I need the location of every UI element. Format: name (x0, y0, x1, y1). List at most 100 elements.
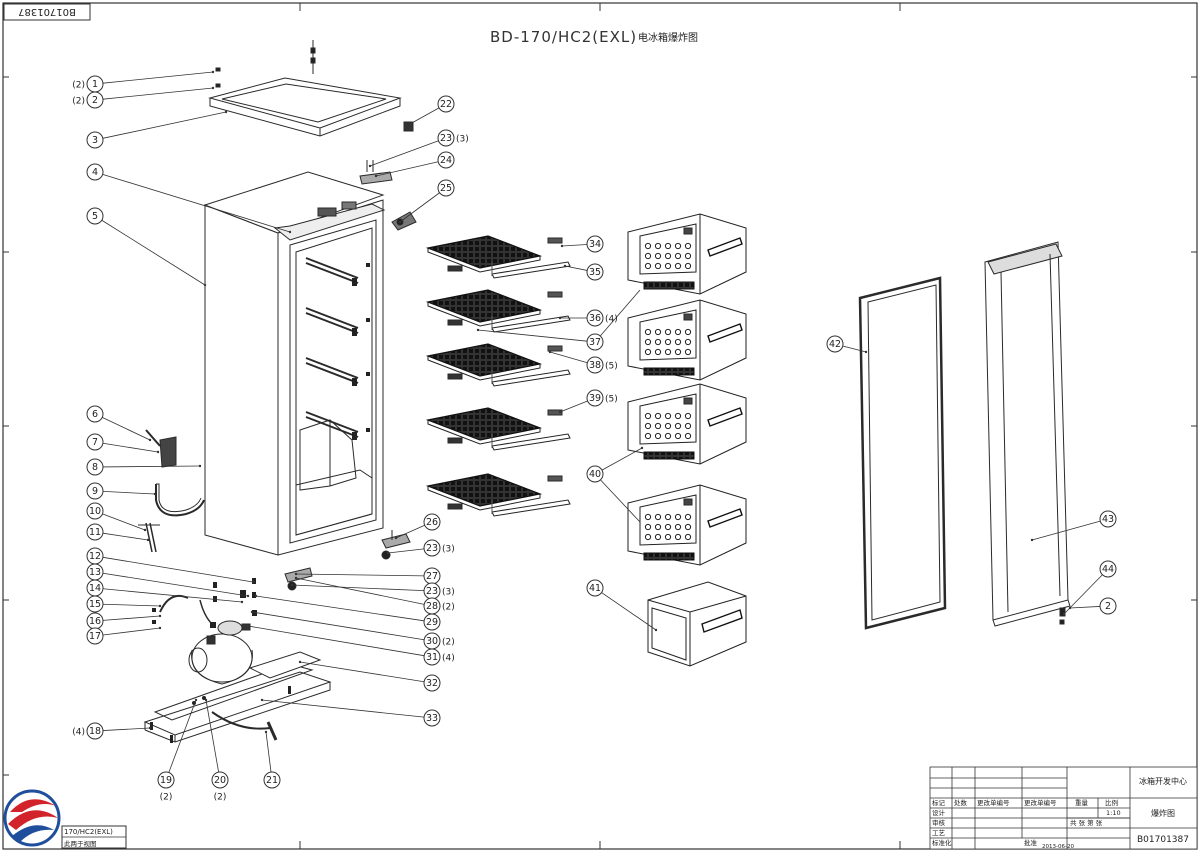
leader-line (102, 615, 161, 621)
callout-number: 1 (92, 79, 98, 90)
callout-number: 23 (426, 543, 438, 554)
leader-line (1069, 606, 1101, 609)
leader-dot (158, 604, 162, 608)
leader-dot (148, 726, 152, 730)
leader-line (399, 192, 440, 223)
callout-number: 6 (92, 409, 98, 420)
callout-23: 23(3) (423, 582, 455, 600)
callout-number: 23 (426, 586, 438, 597)
leader-line (255, 595, 425, 622)
leader-line (102, 465, 201, 468)
drawing-title: BD-170/HC2(EXL) (490, 28, 637, 46)
leader-dot (294, 572, 298, 576)
callout-number: 14 (89, 583, 101, 594)
callout-circle (586, 333, 604, 351)
callout-number: 34 (589, 239, 601, 250)
callout-circle (211, 771, 229, 789)
callout-26: 26 (423, 513, 441, 531)
callout-number: 17 (89, 631, 101, 642)
leader-line (102, 727, 151, 731)
parts-layer (138, 40, 1071, 743)
leader-line (600, 479, 641, 523)
company-logo (3, 789, 61, 847)
callout-12: 12 (86, 547, 104, 565)
callout-circle (586, 465, 604, 483)
leader-dot (240, 600, 244, 604)
callout-7: 7 (86, 433, 104, 451)
callout-number: 43 (1102, 514, 1114, 525)
wire-shelf (425, 407, 571, 451)
tb-date: 2013-06-20 (1042, 844, 1074, 850)
callout-circle (586, 309, 604, 327)
callout-number: 2 (92, 95, 98, 106)
callout-23: 23(3) (423, 539, 455, 557)
callout-circle (86, 523, 104, 541)
callout-circle (586, 356, 604, 374)
callout-22: 22 (437, 95, 455, 113)
tb-doc-number: B01701387 (1137, 835, 1189, 845)
leader-dot (204, 698, 208, 702)
leader-line (295, 573, 425, 577)
leader-line (599, 289, 641, 337)
leader-dot (194, 698, 198, 702)
callouts-layer: 1(2)2(2)3456789101112131415161718(4)19(2… (72, 75, 1117, 803)
leader-dot (198, 464, 202, 468)
callout-43: 43 (1099, 510, 1117, 528)
callout-31: 31(4) (423, 648, 455, 666)
leader-line (387, 548, 425, 554)
leader-line (102, 588, 243, 603)
callout-number: 8 (92, 462, 98, 473)
leader-dot (408, 122, 412, 126)
leader-line (549, 351, 588, 364)
callout-quantity: (3) (456, 135, 469, 145)
wire-shelf (425, 289, 571, 333)
callout-1: 1(2) (72, 75, 104, 93)
tb-r-approve: 批准 (1024, 838, 1038, 847)
wire-shelf (425, 473, 571, 517)
leader-dot (251, 580, 255, 584)
callout-circle (86, 91, 104, 109)
callout-number: 33 (426, 713, 438, 724)
leader-dot (1030, 538, 1034, 542)
callout-19: 19(2) (157, 771, 175, 803)
callout-6: 6 (86, 405, 104, 423)
tb-org: 冰箱开发中心 (1139, 776, 1187, 786)
callout-20: 20(2) (211, 771, 229, 803)
callout-number: 23 (440, 133, 452, 144)
freezer-drawer (627, 484, 747, 566)
leader-line (101, 219, 206, 286)
callout-quantity: (4) (605, 315, 618, 325)
callout-number: 21 (266, 775, 278, 786)
callout-44: 44 (1099, 560, 1117, 578)
callout-number: 2 (1105, 601, 1111, 612)
leader-line (102, 173, 291, 233)
callout-16: 16 (86, 612, 104, 630)
callout-28: 28(2) (423, 597, 455, 615)
callout-circle (437, 151, 455, 169)
leader-line (102, 442, 159, 453)
callout-number: 19 (160, 775, 172, 786)
leader-dot (368, 164, 372, 168)
callout-number: 28 (426, 601, 438, 612)
callout-9: 9 (86, 482, 104, 500)
leader-lines (101, 70, 1103, 773)
callout-quantity: (5) (605, 395, 618, 405)
callout-circle (1099, 510, 1117, 528)
leader-dot (156, 450, 160, 454)
callout-11: 11 (86, 523, 104, 541)
leader-dot (1062, 612, 1066, 616)
tb-doc-type: 爆炸图 (1151, 808, 1175, 818)
thermostat-parts (284, 530, 411, 591)
callout-17: 17 (86, 627, 104, 645)
top-right-small-parts (359, 121, 417, 231)
leader-dot (374, 174, 378, 178)
callout-circle (157, 771, 175, 789)
leader-dot (558, 316, 562, 320)
callout-8: 8 (86, 458, 104, 476)
leader-dot (386, 551, 390, 555)
leader-dot (250, 610, 254, 614)
left-box-sub: 此两于视图 (64, 839, 97, 848)
tb-h-change: 更改单编号 (977, 798, 1010, 807)
leader-dot (548, 350, 552, 354)
